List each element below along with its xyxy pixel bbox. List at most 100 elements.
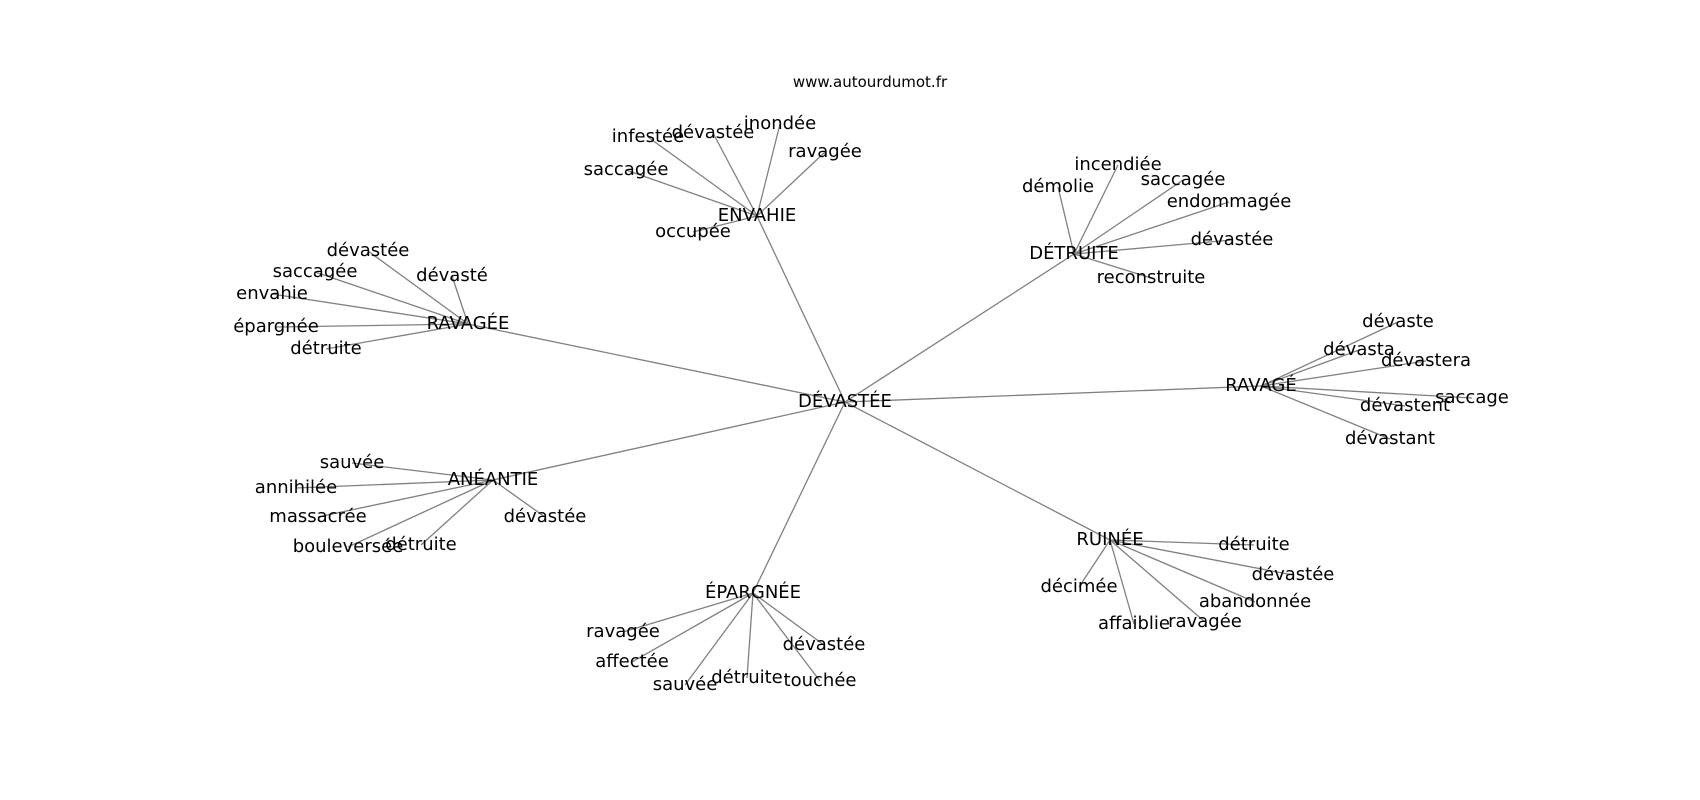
- leaf-node-label: incendiée: [1074, 154, 1161, 175]
- root-node-label: DÉVASTÉE: [798, 390, 892, 412]
- hub-leaf-edge: [1073, 239, 1233, 255]
- hub-leaf-edge: [746, 592, 754, 679]
- leaf-node-label: saccagée: [1141, 169, 1226, 190]
- hub-leaf-edge: [1260, 349, 1360, 387]
- hub-leaf-edge: [367, 250, 469, 325]
- hub-leaf-edge: [351, 462, 494, 481]
- hub-leaf-edge: [752, 592, 825, 646]
- leaf-node-label: touchée: [784, 670, 857, 691]
- hub-node-label: DÉTRUITE: [1029, 242, 1119, 264]
- hub-leaf-edge: [647, 136, 758, 217]
- hub-leaf-edge: [1073, 201, 1230, 255]
- hub-node-label: ENVAHIE: [718, 205, 797, 226]
- hub-leaf-edge: [692, 215, 758, 233]
- leaf-node-label: affaiblie: [1098, 613, 1170, 634]
- leaf-node-label: ravagée: [586, 621, 660, 642]
- leaf-node-label: inondée: [744, 113, 816, 134]
- leaf-node-label: dévastant: [1345, 428, 1435, 449]
- hub-leaf-edge: [756, 123, 781, 217]
- root-hub-edge: [752, 401, 846, 594]
- hub-leaf-edge: [1260, 360, 1427, 387]
- leaf-node-label: sauvée: [653, 674, 718, 695]
- leaf-node-label: occupée: [655, 221, 731, 242]
- hub-leaf-edge: [1260, 385, 1406, 407]
- hub-node-label: RUINÉE: [1076, 528, 1143, 550]
- leaf-node-label: saccagée: [584, 159, 669, 180]
- hub-leaf-edge: [1073, 179, 1184, 255]
- hub-leaf-edge: [275, 323, 469, 328]
- hub-node-label: RAVAGÉ: [1225, 374, 1296, 396]
- hub-leaf-edge: [1260, 385, 1473, 399]
- leaf-node-label: détruite: [1218, 534, 1290, 555]
- leaf-node-label: saccage: [1435, 387, 1509, 408]
- hub-leaf-edge: [451, 275, 469, 325]
- leaf-node-label: dévastera: [1381, 350, 1471, 371]
- leaf-node-label: endommagée: [1167, 191, 1292, 212]
- leaf-node-label: bouleversée: [293, 536, 404, 557]
- hub-leaf-edge: [1073, 164, 1119, 255]
- hub-leaf-edge: [1260, 385, 1391, 440]
- leaf-node-label: épargnée: [233, 316, 319, 337]
- hub-leaf-edge: [1109, 539, 1135, 625]
- root-hub-edge: [492, 401, 846, 481]
- leaf-node-label: massacrée: [269, 506, 366, 527]
- leaf-node-label: ravagée: [788, 141, 862, 162]
- root-hub-edge: [844, 401, 1111, 541]
- leaf-node-label: infestée: [612, 126, 684, 147]
- leaf-node-label: ravagée: [1168, 611, 1242, 632]
- hub-leaf-edge: [622, 592, 754, 633]
- hub-node-label: RAVAGÉE: [427, 312, 510, 334]
- leaf-node-label: dévastée: [327, 240, 410, 261]
- leaf-node-label: dévastée: [504, 506, 587, 527]
- leaf-node-label: détruite: [290, 338, 362, 359]
- leaf-node-label: reconstruite: [1097, 267, 1206, 288]
- leaf-node-label: annihilée: [255, 477, 337, 498]
- hub-leaf-edge: [317, 479, 494, 518]
- hub-leaf-edge: [325, 323, 469, 350]
- hub-leaf-edge: [752, 592, 821, 682]
- hub-node-label: ÉPARGNÉE: [705, 581, 801, 603]
- leaf-node-label: dévaste: [1362, 311, 1434, 332]
- root-hub-edge: [467, 323, 846, 403]
- hub-leaf-edge: [1057, 186, 1075, 255]
- leaf-node-label: sauvée: [320, 452, 385, 473]
- hub-leaf-edge: [347, 479, 494, 548]
- site-url: www.autourdumot.fr: [793, 73, 948, 91]
- hub-node-label: ANÉANTIE: [448, 468, 539, 490]
- hub-leaf-edge: [712, 132, 758, 217]
- root-hub-edge: [844, 385, 1262, 403]
- leaf-node-label: décimée: [1040, 576, 1117, 597]
- leaf-node-label: dévastée: [783, 634, 866, 655]
- leaf-node-label: saccagée: [273, 261, 358, 282]
- hub-leaf-edge: [271, 293, 469, 325]
- hub-leaf-edge: [1109, 539, 1256, 603]
- leaf-node-label: dévasta: [1323, 339, 1395, 360]
- leaf-node-label: envahie: [236, 283, 308, 304]
- hub-leaf-edge: [1073, 253, 1152, 279]
- hub-leaf-edge: [314, 271, 469, 325]
- hub-leaf-edge: [1260, 321, 1399, 387]
- hub-leaf-edge: [756, 151, 826, 217]
- root-hub-edge: [756, 215, 846, 403]
- hub-leaf-edge: [625, 169, 758, 217]
- root-hub-edge: [844, 253, 1075, 403]
- hub-leaf-edge: [631, 592, 754, 663]
- leaf-node-label: détruite: [711, 667, 783, 688]
- hub-leaf-edge: [684, 592, 754, 686]
- leaf-node-label: dévastée: [672, 122, 755, 143]
- labels: DÉVASTÉEENVAHIEinfestéedévastéeinondéera…: [233, 113, 1509, 695]
- leaf-node-label: détruite: [385, 534, 457, 555]
- hub-leaf-edge: [1109, 539, 1255, 546]
- edges: [271, 123, 1473, 686]
- hub-leaf-edge: [1078, 539, 1111, 588]
- leaf-node-label: abandonnée: [1199, 591, 1311, 612]
- hub-leaf-edge: [492, 479, 546, 518]
- leaf-node-label: affectée: [595, 651, 669, 672]
- hub-leaf-edge: [420, 479, 494, 546]
- leaf-node-label: dévasté: [416, 265, 488, 286]
- hub-leaf-edge: [1109, 539, 1294, 576]
- leaf-node-label: dévastée: [1252, 564, 1335, 585]
- hub-leaf-edge: [1109, 539, 1206, 623]
- leaf-node-label: démolie: [1022, 176, 1094, 197]
